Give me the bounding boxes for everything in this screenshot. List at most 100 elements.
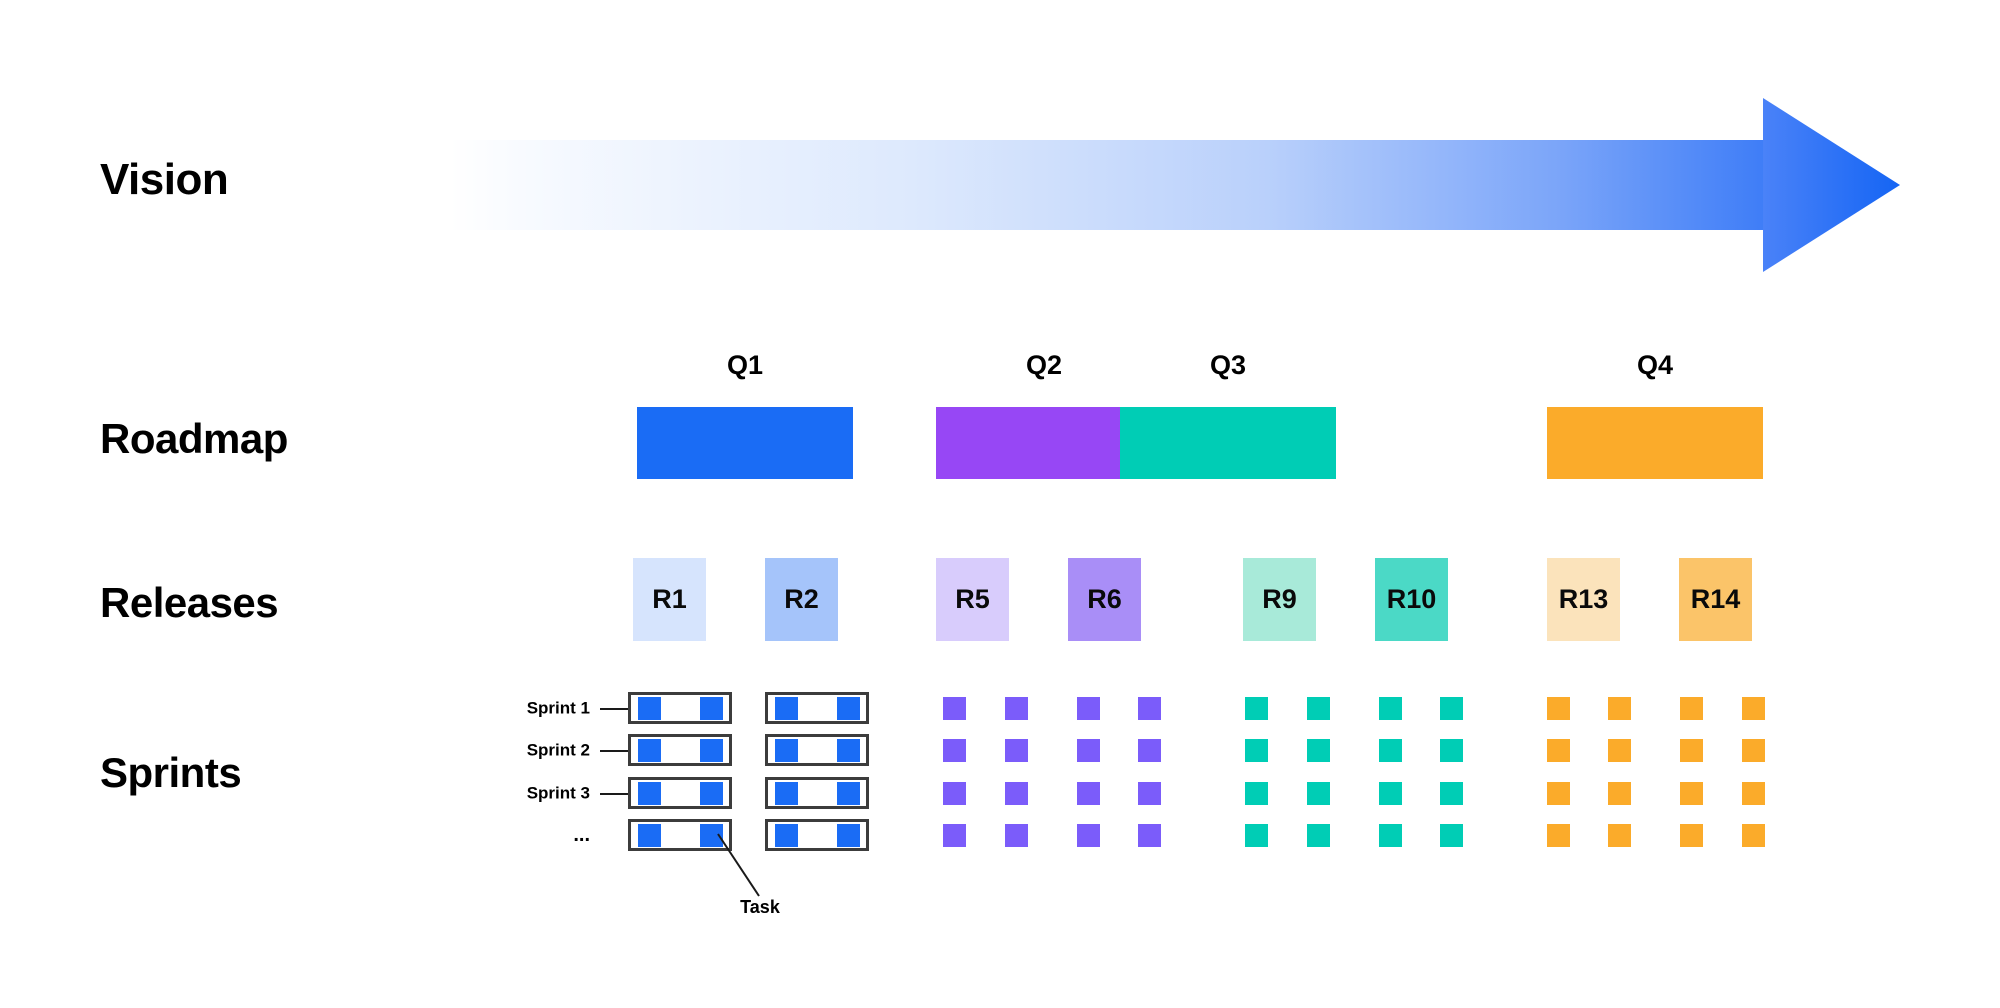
task-square-callout-target[interactable] xyxy=(700,824,723,847)
task-square[interactable] xyxy=(943,739,966,762)
sprint-box-q1-g1-r3[interactable] xyxy=(628,777,732,809)
task-square[interactable] xyxy=(775,782,798,805)
task-square[interactable] xyxy=(700,782,723,805)
task-square[interactable] xyxy=(1742,782,1765,805)
task-square[interactable] xyxy=(1547,697,1570,720)
sprint-connector-2 xyxy=(600,750,630,752)
task-square[interactable] xyxy=(775,697,798,720)
task-square[interactable] xyxy=(775,739,798,762)
quarter-label-q2: Q2 xyxy=(1025,350,1063,380)
task-square[interactable] xyxy=(943,824,966,847)
task-square[interactable] xyxy=(1307,824,1330,847)
quarter-label-q1: Q1 xyxy=(726,350,764,380)
task-square[interactable] xyxy=(837,824,860,847)
task-square[interactable] xyxy=(1245,739,1268,762)
task-square[interactable] xyxy=(1077,739,1100,762)
task-square[interactable] xyxy=(638,824,661,847)
task-square[interactable] xyxy=(700,739,723,762)
task-square[interactable] xyxy=(837,697,860,720)
task-square[interactable] xyxy=(1440,739,1463,762)
task-square[interactable] xyxy=(1440,824,1463,847)
task-square[interactable] xyxy=(1742,824,1765,847)
task-square[interactable] xyxy=(943,782,966,805)
task-square[interactable] xyxy=(1245,824,1268,847)
sprint-box-q1-g2-r4[interactable] xyxy=(765,819,869,851)
task-square[interactable] xyxy=(1077,824,1100,847)
release-box-r1[interactable]: R1 xyxy=(633,558,706,641)
task-square[interactable] xyxy=(1680,739,1703,762)
task-square[interactable] xyxy=(638,739,661,762)
task-square[interactable] xyxy=(1307,739,1330,762)
task-square[interactable] xyxy=(1245,782,1268,805)
task-square[interactable] xyxy=(1608,824,1631,847)
task-square[interactable] xyxy=(1307,782,1330,805)
release-box-r6[interactable]: R6 xyxy=(1068,558,1141,641)
release-box-r5[interactable]: R5 xyxy=(936,558,1009,641)
task-callout-label: Task xyxy=(740,897,780,917)
release-box-r14[interactable]: R14 xyxy=(1679,558,1752,641)
task-square[interactable] xyxy=(1138,782,1161,805)
task-square[interactable] xyxy=(1680,782,1703,805)
sprint-connector-3 xyxy=(600,793,630,795)
task-square[interactable] xyxy=(1608,782,1631,805)
task-square[interactable] xyxy=(1608,739,1631,762)
task-square[interactable] xyxy=(1077,697,1100,720)
release-box-r2[interactable]: R2 xyxy=(765,558,838,641)
sprint-row-label-3: Sprint 3 xyxy=(526,783,590,803)
task-square[interactable] xyxy=(638,782,661,805)
task-square[interactable] xyxy=(837,782,860,805)
task-square[interactable] xyxy=(1742,697,1765,720)
task-square[interactable] xyxy=(1742,739,1765,762)
task-square[interactable] xyxy=(1138,697,1161,720)
task-square[interactable] xyxy=(943,697,966,720)
roadmap-bar-q1[interactable] xyxy=(637,407,853,479)
sprint-box-q1-g2-r2[interactable] xyxy=(765,734,869,766)
roadmap-bar-q3[interactable] xyxy=(1120,407,1336,479)
task-square[interactable] xyxy=(1005,739,1028,762)
task-square[interactable] xyxy=(775,824,798,847)
task-square[interactable] xyxy=(1379,697,1402,720)
task-square[interactable] xyxy=(1138,824,1161,847)
sprint-row-label-more: ... xyxy=(573,824,590,846)
task-square[interactable] xyxy=(1379,739,1402,762)
quarter-label-q3: Q3 xyxy=(1209,350,1247,380)
task-square[interactable] xyxy=(1138,739,1161,762)
vision-arrow-icon xyxy=(450,98,1900,272)
sprint-connector-1 xyxy=(600,708,630,710)
release-box-r10[interactable]: R10 xyxy=(1375,558,1448,641)
task-square[interactable] xyxy=(1440,782,1463,805)
sprint-box-q1-g2-r3[interactable] xyxy=(765,777,869,809)
task-square[interactable] xyxy=(700,697,723,720)
sprint-box-q1-g1-r1[interactable] xyxy=(628,692,732,724)
task-square[interactable] xyxy=(1307,697,1330,720)
task-square[interactable] xyxy=(1547,782,1570,805)
task-square[interactable] xyxy=(1077,782,1100,805)
sprint-box-q1-g1-r4[interactable] xyxy=(628,819,732,851)
task-square[interactable] xyxy=(1005,824,1028,847)
row-title-roadmap: Roadmap xyxy=(100,415,288,462)
sprint-box-q1-g1-r2[interactable] xyxy=(628,734,732,766)
sprint-box-q1-g2-r1[interactable] xyxy=(765,692,869,724)
row-title-releases: Releases xyxy=(100,579,279,626)
task-square[interactable] xyxy=(638,697,661,720)
task-square[interactable] xyxy=(1379,782,1402,805)
task-square[interactable] xyxy=(1379,824,1402,847)
task-square[interactable] xyxy=(1680,697,1703,720)
task-square[interactable] xyxy=(1547,739,1570,762)
task-square[interactable] xyxy=(1680,824,1703,847)
release-box-r9[interactable]: R9 xyxy=(1243,558,1316,641)
task-square[interactable] xyxy=(1005,697,1028,720)
task-square[interactable] xyxy=(1440,697,1463,720)
sprint-row-label-2: Sprint 2 xyxy=(526,740,590,760)
roadmap-bar-q2[interactable] xyxy=(936,407,1152,479)
roadmap-bar-q4[interactable] xyxy=(1547,407,1763,479)
task-square[interactable] xyxy=(1245,697,1268,720)
sprint-row-label-1: Sprint 1 xyxy=(526,698,590,718)
row-title-vision: Vision xyxy=(100,155,229,204)
release-box-r13[interactable]: R13 xyxy=(1547,558,1620,641)
task-square[interactable] xyxy=(1608,697,1631,720)
task-square[interactable] xyxy=(837,739,860,762)
task-square[interactable] xyxy=(1547,824,1570,847)
task-square[interactable] xyxy=(1005,782,1028,805)
